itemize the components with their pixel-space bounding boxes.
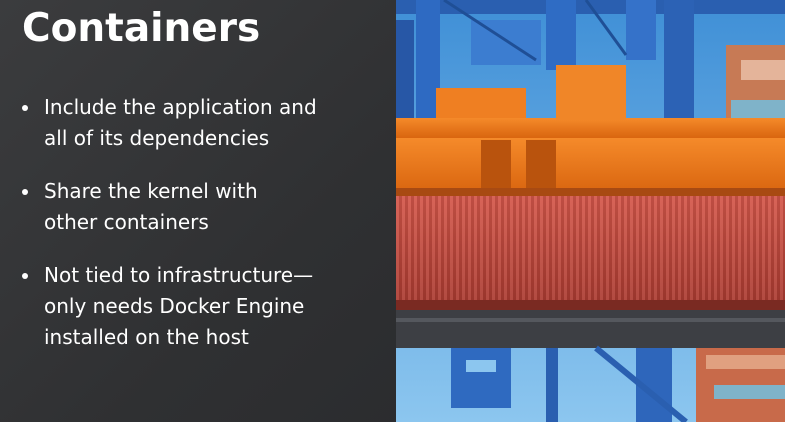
bullet-item: Not tied to infrastructure— only needs D… — [22, 260, 392, 353]
bullet-list: Include the application and all of its d… — [22, 92, 392, 375]
bullet-line: Share the kernel with — [44, 179, 258, 203]
text-panel: Containers Include the application and a… — [22, 6, 392, 375]
bullet-line: all of its dependencies — [44, 126, 270, 150]
bullet-item: Share the kernel with other containers — [22, 176, 392, 238]
slide-title: Containers — [22, 6, 261, 51]
bullet-line: only needs Docker Engine — [44, 294, 305, 318]
bullet-line: other containers — [44, 210, 209, 234]
bullet-line: installed on the host — [44, 325, 249, 349]
bullet-line: Include the application and — [44, 95, 317, 119]
bullet-dot-icon — [22, 189, 28, 195]
crane-container-photo — [396, 0, 785, 422]
bullet-dot-icon — [22, 273, 28, 279]
bullet-dot-icon — [22, 105, 28, 111]
bullet-line: Not tied to infrastructure— — [44, 263, 314, 287]
bullet-item: Include the application and all of its d… — [22, 92, 392, 154]
